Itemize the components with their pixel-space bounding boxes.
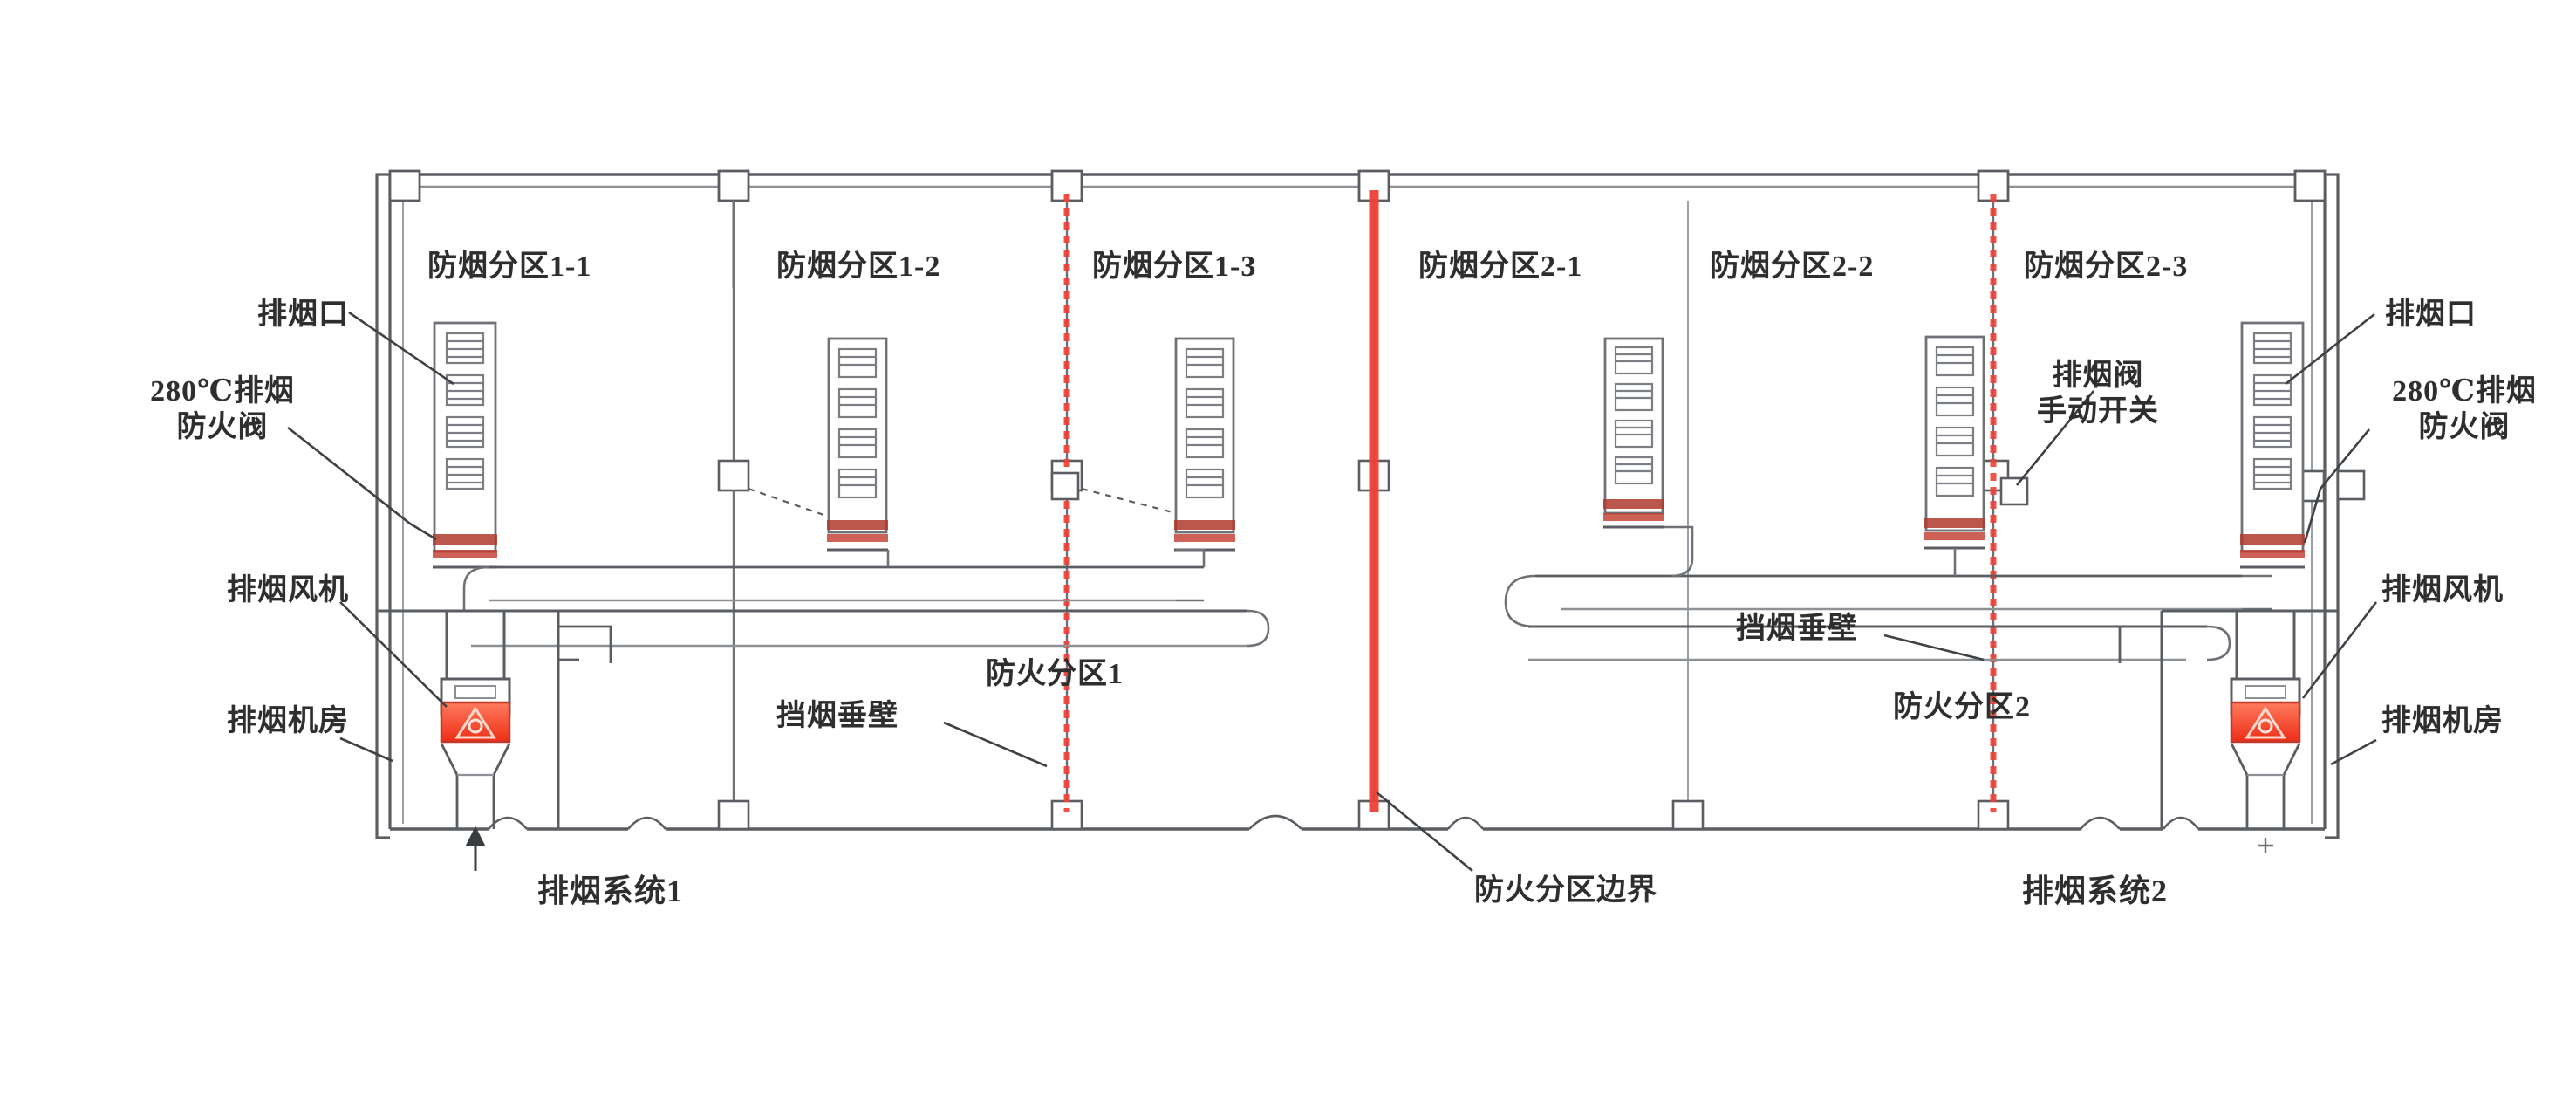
label-exhaust-outlet-right: 排烟口 xyxy=(2385,298,2477,331)
label-smoke-barrier-2: 挡烟垂壁 xyxy=(1736,613,1858,645)
smoke-zone-label-1-1: 防烟分区1-1 xyxy=(427,250,592,283)
label-exhaust-fan-left: 排烟风机 xyxy=(227,574,349,606)
leader-lines xyxy=(287,311,2378,873)
label-fire-damper-280-left: 280℃排烟 防火阀 xyxy=(150,375,295,444)
fire-damper-280-1-2 xyxy=(827,520,888,552)
label-fan-room-left: 排烟机房 xyxy=(227,705,349,737)
fire-damper-280-2-3 xyxy=(2240,534,2305,569)
label-fire-zone-2: 防火分区2 xyxy=(1893,691,2031,723)
smoke-zone-label-1-2: 防烟分区1-2 xyxy=(776,250,941,283)
exhaust-fan-unit-right xyxy=(2230,677,2301,744)
riser-zone-2-2 xyxy=(1924,335,1985,550)
riser-zone-1-2 xyxy=(827,337,888,552)
riser-zone-2-1 xyxy=(1603,337,1664,529)
duct-system-2 xyxy=(1504,525,2272,661)
airflow-arrow-left xyxy=(465,826,486,871)
label-fire-zone-boundary: 防火分区边界 xyxy=(1474,874,1657,907)
label-fire-zone-1: 防火分区1 xyxy=(986,658,1124,690)
label-exhaust-fan-right: 排烟风机 xyxy=(2381,574,2504,606)
riser-zone-1-1 xyxy=(433,321,497,569)
smoke-zone-label-2-3: 防烟分区2-3 xyxy=(2024,250,2189,283)
airflow-marker-right xyxy=(2258,838,2273,853)
label-fan-room-right: 排烟机房 xyxy=(2381,705,2504,737)
fire-damper-280-1-1 xyxy=(433,534,497,569)
label-manual-switch: 排烟阀 手动开关 xyxy=(2037,360,2159,428)
fire-damper-280-2-2 xyxy=(1924,518,1985,550)
smoke-zone-label-2-2: 防烟分区2-2 xyxy=(1710,250,1875,283)
fire-damper-280-1-3 xyxy=(1174,520,1235,552)
manual-switch-boxes xyxy=(1050,471,2029,506)
exhaust-fan-unit-left xyxy=(440,677,511,744)
label-fire-damper-280-right: 280℃排烟 防火阀 xyxy=(2392,375,2537,444)
fire-zone-boundary-lines xyxy=(1063,190,1997,812)
duct-system-1 xyxy=(462,548,1270,648)
label-smoke-barrier-1: 挡烟垂壁 xyxy=(776,700,899,732)
fan-room-left xyxy=(375,609,612,871)
riser-zone-2-3 xyxy=(2240,321,2305,569)
smoke-zone-label-2-1: 防烟分区2-1 xyxy=(1418,250,1583,283)
label-exhaust-system-1: 排烟系统1 xyxy=(537,874,684,908)
floor-line xyxy=(390,814,2325,831)
riser-zone-1-3 xyxy=(1174,337,1235,552)
dotted-leaders xyxy=(748,487,1177,518)
smoke-zone-label-1-3: 防烟分区1-3 xyxy=(1092,250,1257,283)
fire-damper-280-2-1 xyxy=(1603,499,1664,529)
label-exhaust-outlet-left: 排烟口 xyxy=(257,298,349,331)
fan-room-right xyxy=(2118,469,2366,853)
label-exhaust-system-2: 排烟系统2 xyxy=(2022,874,2169,908)
